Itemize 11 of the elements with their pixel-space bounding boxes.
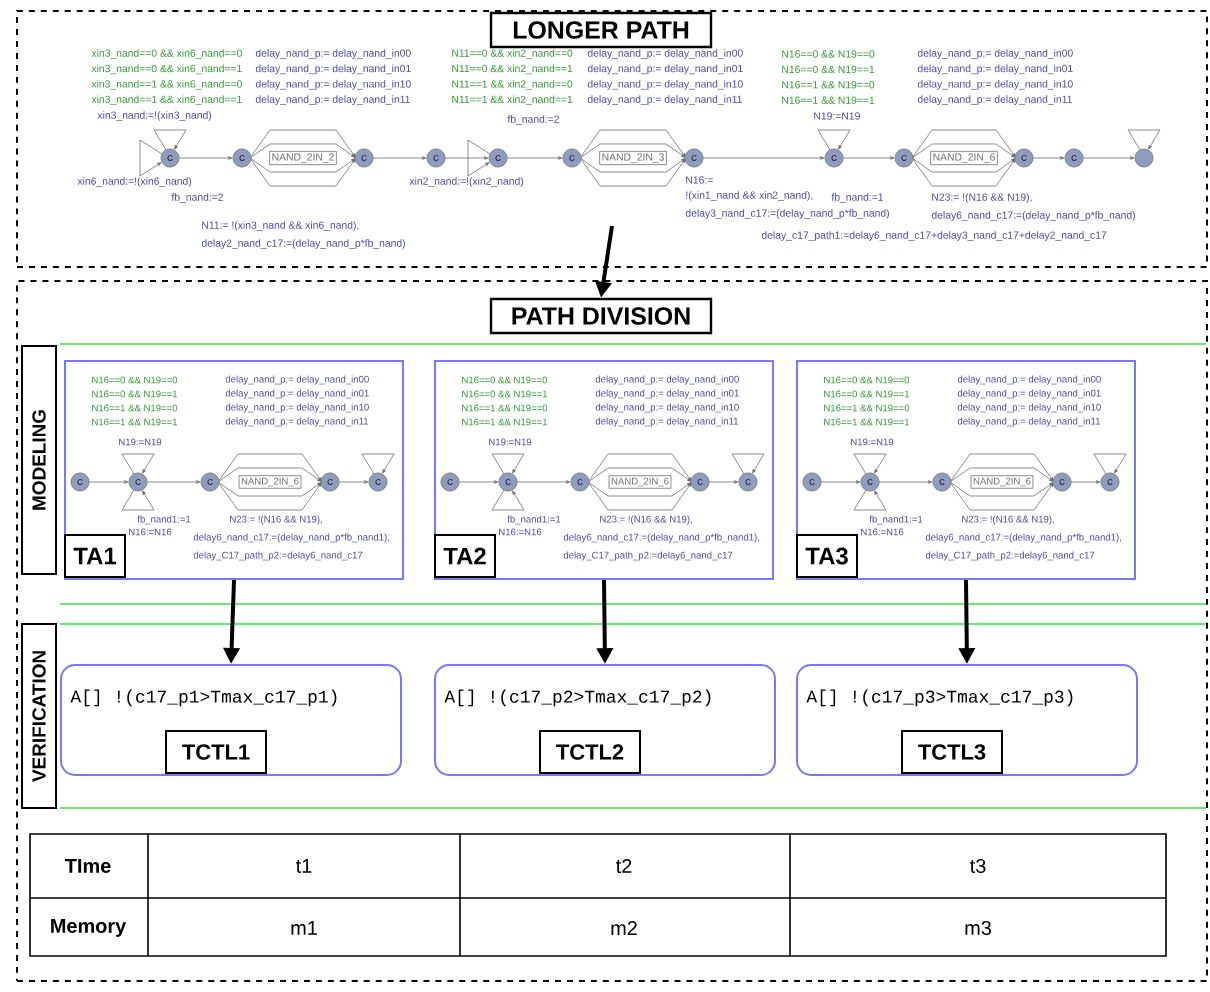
table-cell: t3 (970, 858, 986, 874)
table-cell: TIme (65, 859, 111, 873)
query-box: A[] !(c17_p1>Tmax_c17_p1) TCTL1 (60, 664, 402, 776)
table-cell: t1 (296, 859, 312, 873)
table-cell: m2 (611, 921, 637, 935)
table-cell: Memory (51, 919, 127, 937)
query-box: A[] !(c17_p2>Tmax_c17_p2) TCTL2 (434, 664, 776, 776)
table-cell: t2 (616, 858, 632, 873)
query-box: A[] !(c17_p3>Tmax_c17_p3) TCTL3 (796, 664, 1138, 776)
table-cell: m1 (291, 921, 317, 935)
table-cell: m3 (965, 920, 991, 936)
